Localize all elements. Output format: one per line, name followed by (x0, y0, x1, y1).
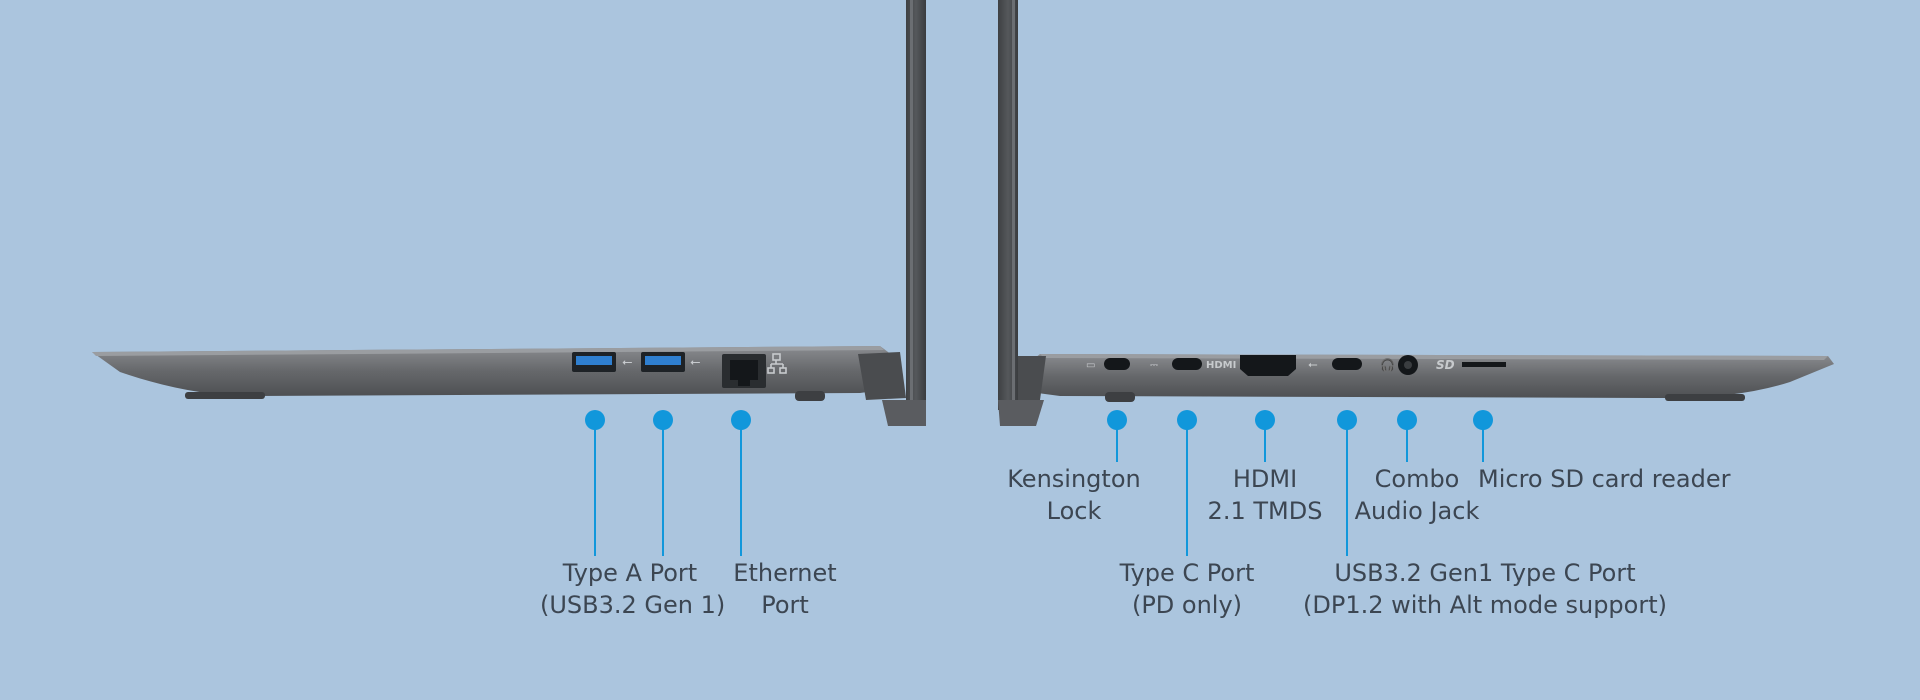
right-foot-rear (1665, 394, 1745, 401)
label-usbc-dp: USB3.2 Gen1 Type C Port (DP1.2 with Alt … (1303, 559, 1667, 619)
lock-icon: ▭ (1086, 360, 1095, 371)
usb-a-port-2 (641, 352, 685, 372)
right-chassis-body (1030, 354, 1834, 398)
callout-markers (585, 410, 1493, 556)
left-lid (906, 0, 926, 410)
label-microsd: Micro SD card reader (1478, 465, 1731, 493)
left-hinge (858, 352, 906, 400)
micro-sd-slot (1462, 362, 1506, 367)
label-hdmi: HDMI 2.1 TMDS (1207, 465, 1323, 525)
power-delivery-icon: ⎓ (1150, 360, 1158, 371)
type-c-pd-port (1172, 358, 1202, 370)
type-c-dp-port (1332, 358, 1362, 370)
sd-glyph: SD (1436, 358, 1455, 372)
left-chassis-body (92, 346, 896, 396)
usb-symbol-icon: ⭠ (622, 355, 632, 370)
right-foot-front (1105, 392, 1135, 402)
network-icon (767, 353, 787, 374)
left-foot-rear (185, 392, 265, 399)
usb-symbol-icon: ⭠ (690, 355, 700, 370)
hdmi-glyph: HDMI (1206, 360, 1236, 371)
usb-symbol-icon: ⭠ (1308, 357, 1318, 371)
label-ethernet: Ethernet Port (733, 559, 837, 619)
left-side-laptop: ⭠ ⭠ (92, 0, 926, 426)
label-kensington: Kensington Lock (1007, 465, 1141, 525)
hdmi-port (1240, 355, 1296, 376)
label-audio: Combo Audio Jack (1354, 465, 1480, 525)
kensington-lock-slot (1104, 358, 1130, 370)
headphone-icon: 🎧 (1380, 358, 1395, 372)
label-usbc-pd: Type C Port (PD only) (1119, 559, 1255, 619)
usb-a-port-1 (572, 352, 616, 372)
ethernet-port (722, 354, 766, 388)
left-foot-front (795, 391, 825, 401)
right-side-laptop: ▭ ⎓ HDMI ⭠ 🎧 SD (998, 0, 1834, 426)
label-usb-a: Type A Port (USB3.2 Gen 1) (540, 559, 726, 619)
